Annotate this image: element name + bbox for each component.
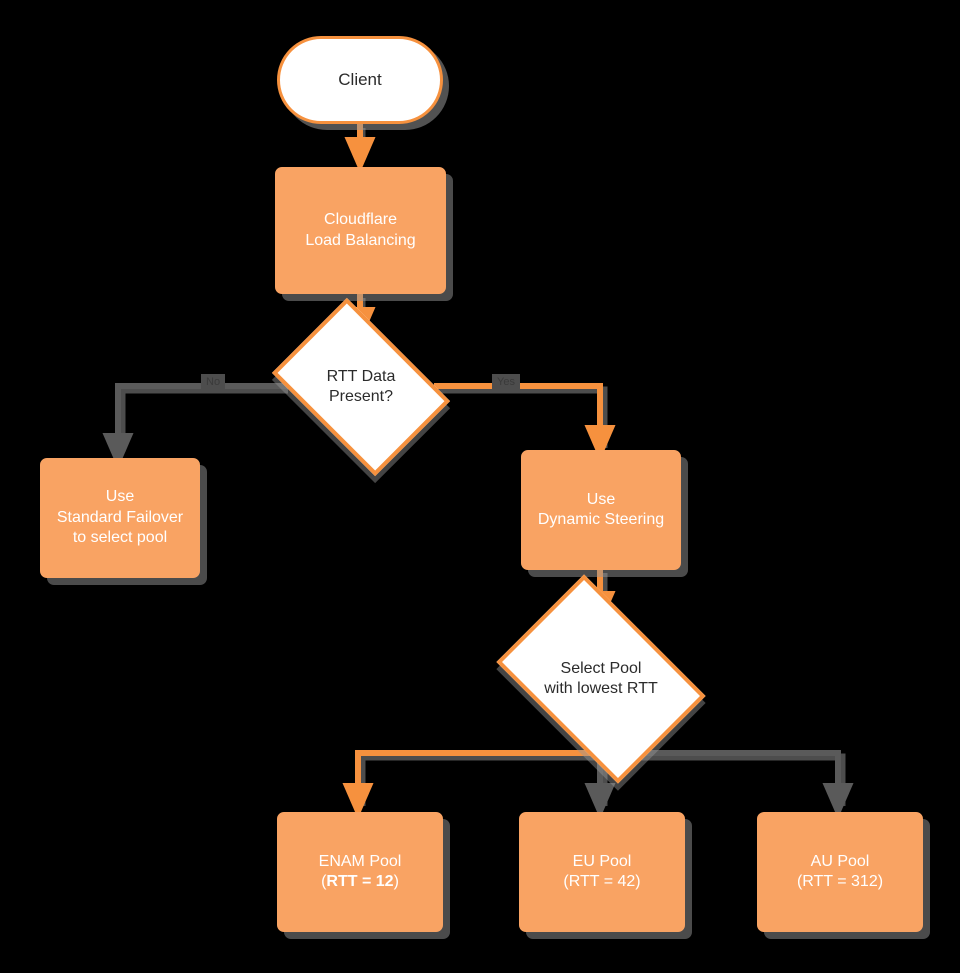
- edge-label-yes: Yes: [492, 374, 520, 391]
- edge-rtt-present-to-failover: [102, 383, 288, 469]
- enam-rtt-value: RTT = 12: [326, 873, 394, 890]
- node-eu-pool-name: EU Pool: [572, 852, 632, 870]
- edge-rtt-present-to-dynamic: [434, 383, 616, 461]
- node-cloudflare-line-1: Cloudflare: [324, 211, 397, 229]
- node-client-label: Client: [338, 70, 382, 90]
- node-dynamic-steering[interactable]: Use Dynamic Steering: [521, 450, 681, 570]
- node-client[interactable]: Client: [277, 36, 443, 124]
- node-select-pool-line-1: Select Pool: [560, 659, 642, 677]
- node-eu-pool-label: EU Pool (RTT = 42): [521, 852, 683, 893]
- node-au-pool-rtt: (RTT = 312): [796, 873, 884, 890]
- node-dynamic-steering-label: Use Dynamic Steering: [523, 490, 679, 531]
- node-failover-line-2: Standard Failover: [56, 508, 184, 526]
- node-standard-failover-label: Use Standard Failover to select pool: [42, 487, 198, 548]
- node-select-pool-lowest-rtt[interactable]: Select Pool with lowest RTT: [496, 574, 706, 784]
- edge-label-no: No: [201, 374, 226, 391]
- node-rtt-data-present[interactable]: RTT Data Present?: [271, 297, 451, 477]
- node-cloudflare-load-balancing[interactable]: Cloudflare Load Balancing: [275, 167, 446, 294]
- node-enam-pool-name: ENAM Pool: [318, 852, 402, 870]
- node-rtt-line-2: Present?: [328, 388, 394, 405]
- node-eu-pool-rtt: (RTT = 42): [563, 873, 641, 890]
- node-enam-pool-rtt: (RTT = 12): [285, 872, 435, 892]
- node-dynamic-line-1: Use: [586, 490, 616, 508]
- node-eu-pool[interactable]: EU Pool (RTT = 42): [519, 812, 685, 932]
- node-enam-pool[interactable]: ENAM Pool (RTT = 12): [277, 812, 443, 932]
- node-au-pool-label: AU Pool (RTT = 312): [759, 852, 921, 893]
- edge-group-inactive: [102, 383, 854, 819]
- node-au-pool-name: AU Pool: [810, 852, 870, 870]
- node-rtt-data-present-label: RTT Data Present?: [288, 367, 434, 408]
- enam-paren-close: ): [393, 873, 399, 890]
- edge-select-pool-to-au: [600, 750, 854, 819]
- node-select-pool-line-2: with lowest RTT: [544, 680, 658, 697]
- node-failover-line-1: Use: [105, 488, 135, 506]
- node-enam-pool-label: ENAM Pool (RTT = 12): [279, 852, 441, 893]
- node-failover-line-3: to select pool: [72, 529, 168, 547]
- node-standard-failover[interactable]: Use Standard Failover to select pool: [40, 458, 200, 578]
- node-cloudflare-line-2: Load Balancing: [305, 231, 416, 249]
- node-select-pool-label: Select Pool with lowest RTT: [515, 659, 687, 700]
- node-dynamic-line-2: Dynamic Steering: [537, 511, 665, 528]
- node-rtt-line-1: RTT Data: [326, 367, 396, 385]
- node-cloudflare-load-balancing-label: Cloudflare Load Balancing: [277, 210, 444, 251]
- edge-shadows: [118, 128, 846, 806]
- node-au-pool[interactable]: AU Pool (RTT = 312): [757, 812, 923, 932]
- enam-paren-open: (: [321, 873, 327, 890]
- edge-select-pool-to-enam: [342, 750, 600, 819]
